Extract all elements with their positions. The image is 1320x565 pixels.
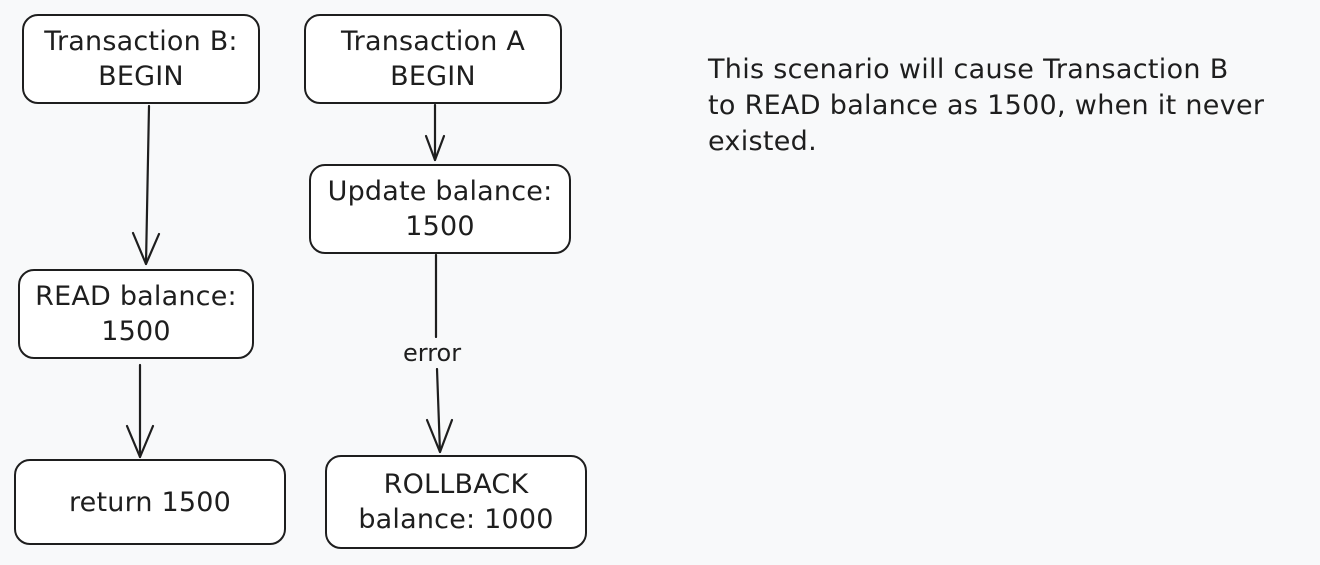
node-line: Update balance: bbox=[327, 176, 553, 207]
node-line: Transaction B: bbox=[44, 26, 238, 57]
node-update-balance: Update balance: 1500 bbox=[309, 164, 571, 254]
node-line: balance: 1000 bbox=[358, 504, 554, 535]
node-line: READ balance: bbox=[35, 281, 237, 312]
scenario-note: This scenario will cause Transaction B t… bbox=[708, 52, 1308, 160]
node-line: ROLLBACK bbox=[383, 469, 529, 500]
node-line: 1500 bbox=[101, 316, 171, 347]
note-line: This scenario will cause Transaction B bbox=[708, 54, 1229, 85]
arrow-read-to-return bbox=[125, 363, 155, 459]
node-return: return 1500 bbox=[14, 459, 286, 545]
node-line: BEGIN bbox=[98, 61, 184, 92]
node-line: 1500 bbox=[405, 211, 475, 242]
node-transaction-a-begin: Transaction A BEGIN bbox=[304, 14, 562, 104]
node-transaction-b-begin: Transaction B: BEGIN bbox=[22, 14, 260, 104]
node-line: BEGIN bbox=[390, 61, 476, 92]
arrow-a-begin-to-update bbox=[424, 103, 446, 162]
note-line: existed. bbox=[708, 126, 818, 157]
node-rollback: ROLLBACK balance: 1000 bbox=[325, 455, 587, 549]
arrow-b-begin-to-read bbox=[131, 104, 161, 266]
node-line: return 1500 bbox=[68, 486, 232, 518]
note-line: to READ balance as 1500, when it never bbox=[708, 90, 1265, 121]
edge-label-error: error bbox=[399, 338, 466, 368]
node-read-balance: READ balance: 1500 bbox=[18, 269, 254, 359]
node-line: Transaction A bbox=[340, 26, 526, 57]
